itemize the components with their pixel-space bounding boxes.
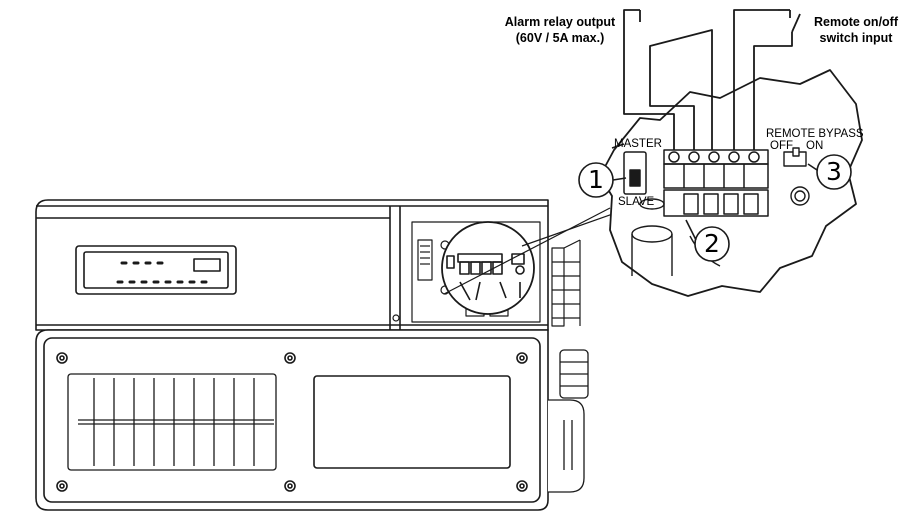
remote-switch-label: Remote on/off switch input — [800, 14, 912, 46]
display-panel — [75, 245, 237, 295]
remote-switch-line1: Remote on/off — [813, 15, 899, 29]
alarm-relay-label: Alarm relay output (60V / 5A max.) — [498, 14, 622, 46]
display-dots — [116, 261, 208, 284]
bypass-off-label: OFF — [770, 140, 793, 152]
remote-bypass-label: REMOTE BYPASS — [766, 128, 864, 140]
zoom-line-bottom — [443, 207, 611, 295]
alarm-relay-line2: (60V / 5A max.) — [515, 31, 605, 45]
alarm-relay-line1: Alarm relay output — [504, 15, 616, 29]
blank-panel — [313, 375, 511, 469]
callout-2: 2 — [704, 229, 720, 258]
vent-grille — [67, 373, 277, 471]
open-compartment — [392, 221, 581, 327]
remote-switch-line2: switch input — [819, 31, 893, 45]
cable-gland — [548, 349, 589, 493]
upper-housing — [35, 199, 549, 331]
master-slave-switch — [611, 143, 647, 195]
callout-3: 3 — [826, 157, 842, 186]
slave-label: SLAVE — [618, 196, 655, 208]
bypass-switch — [783, 147, 810, 206]
callout-circles — [578, 154, 852, 262]
master-label: MASTER — [614, 138, 662, 150]
bypass-on-label: ON — [806, 140, 824, 152]
detail-view — [599, 69, 863, 297]
callout-1: 1 — [588, 165, 604, 194]
wiring-lines — [623, 9, 801, 150]
magnifier-small — [441, 221, 535, 315]
